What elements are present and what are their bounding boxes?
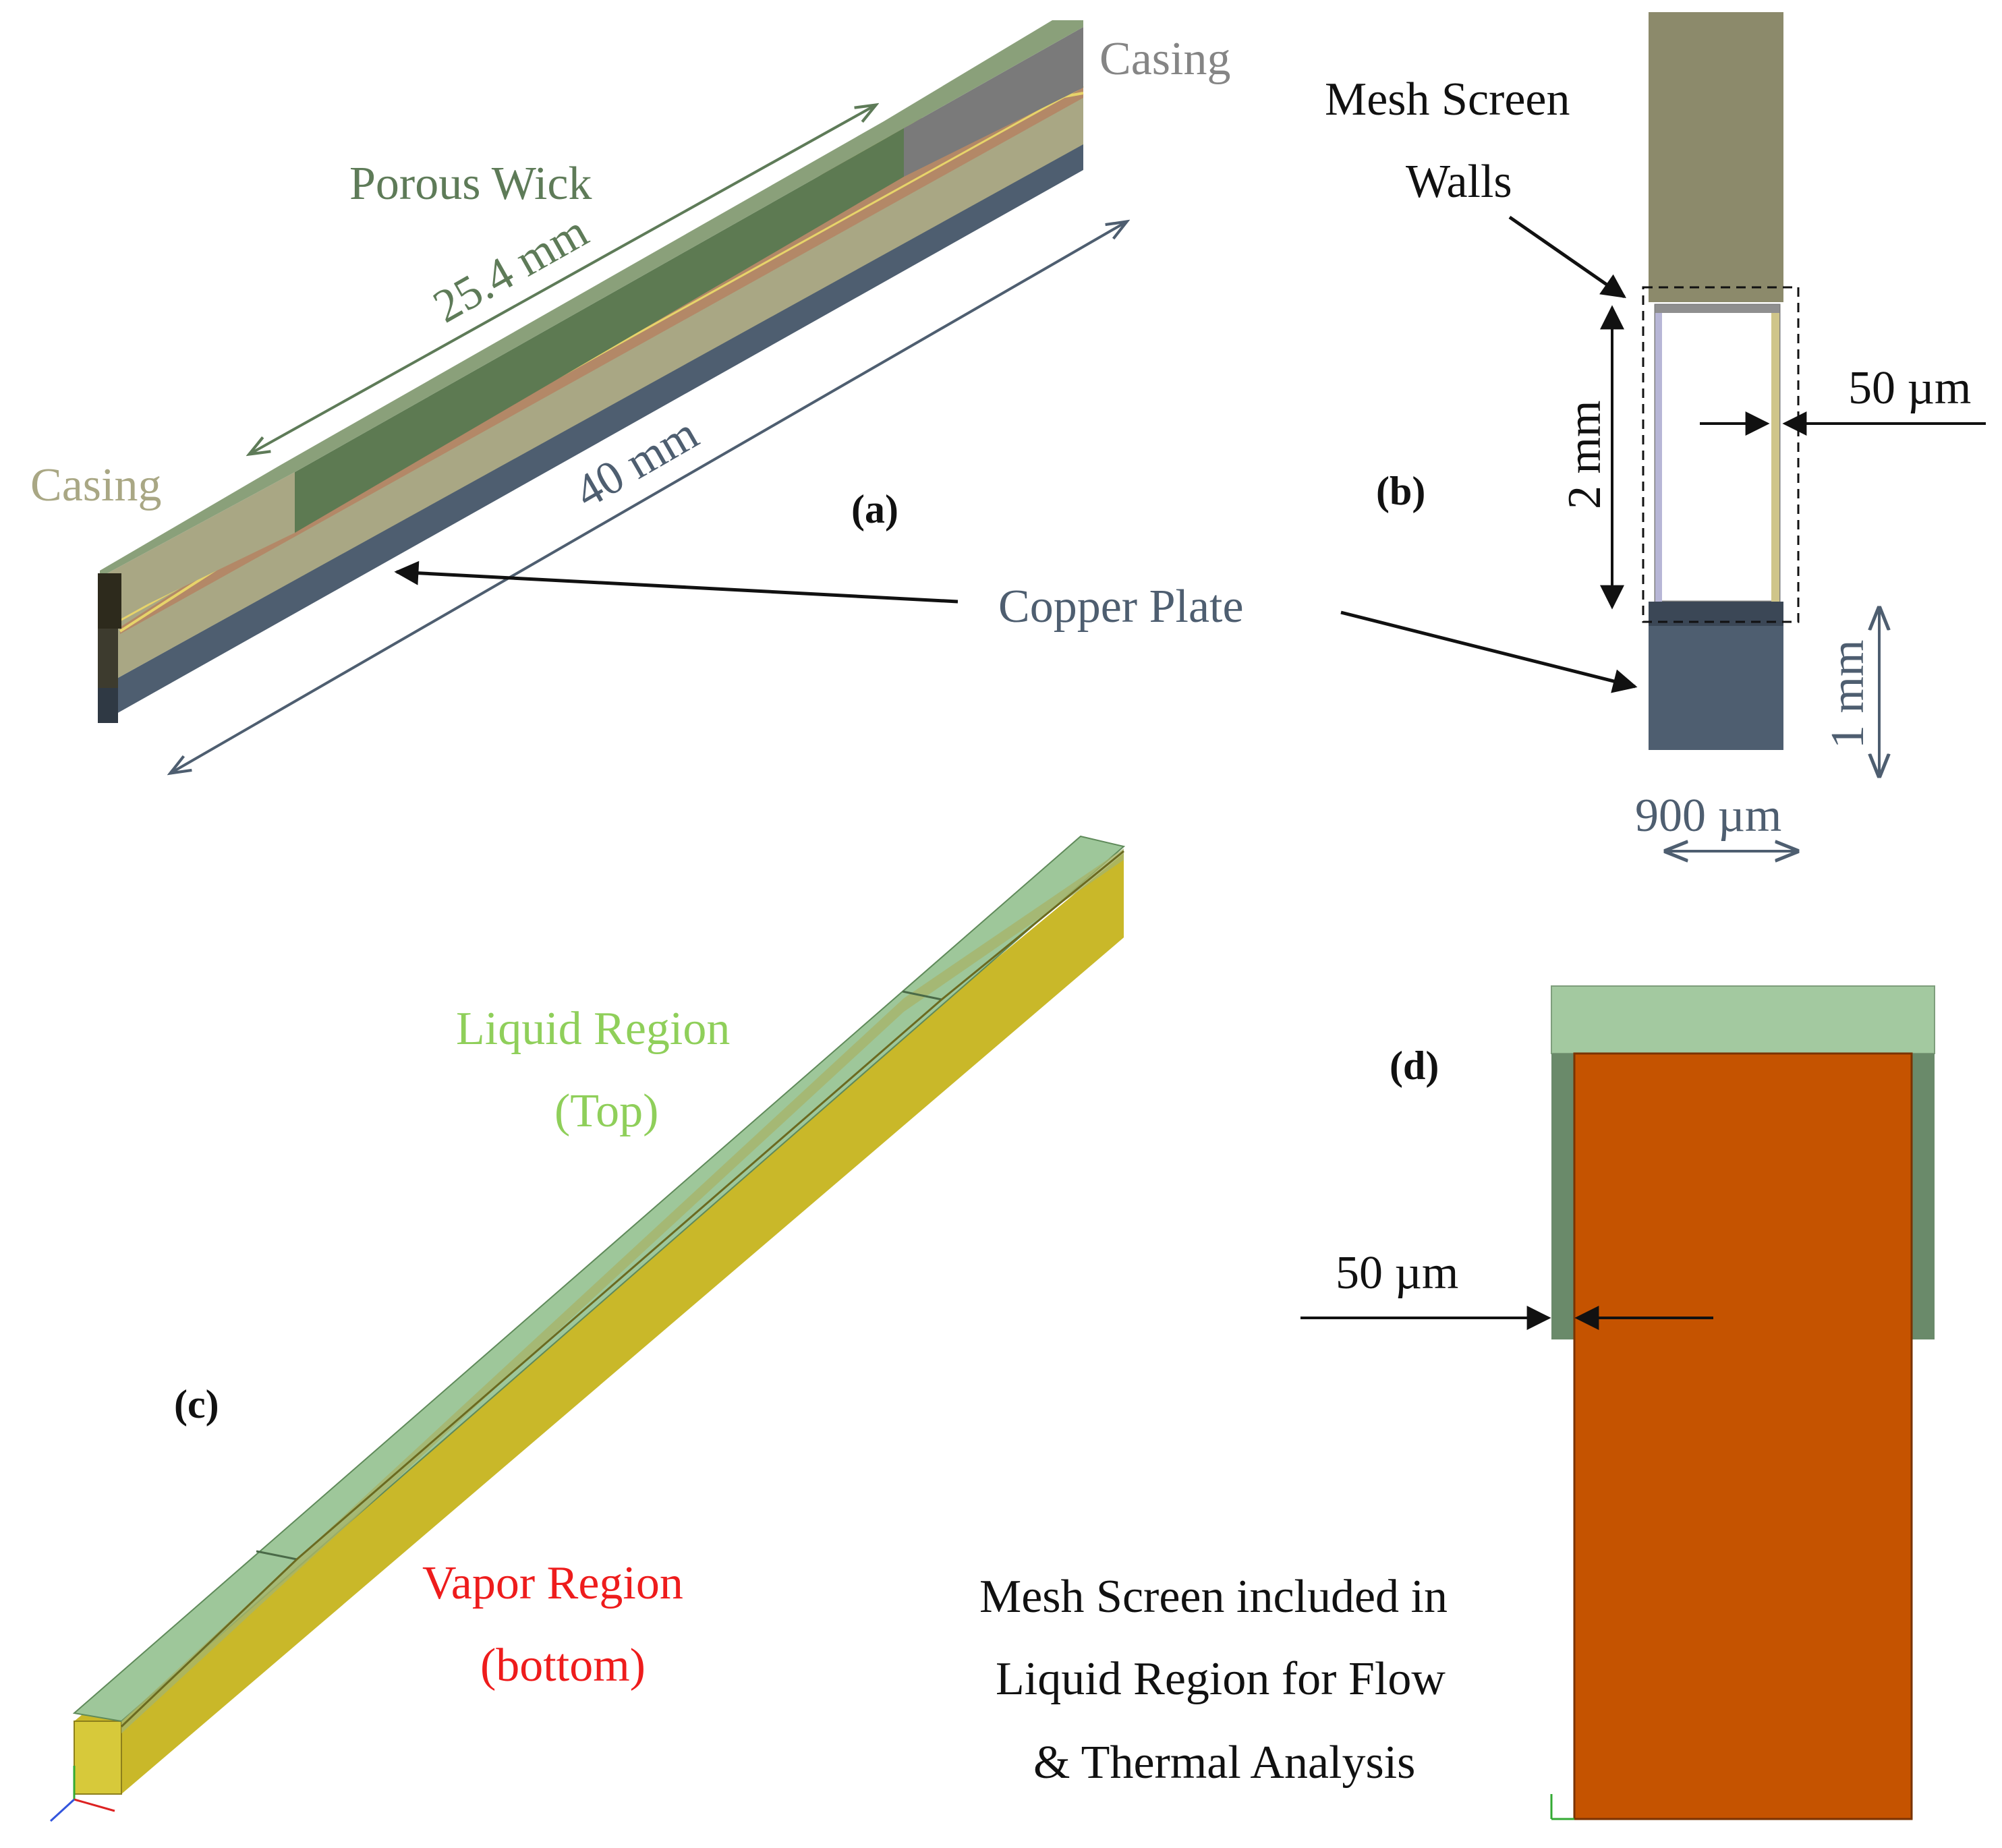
label-wall-thickness-d: 50 µm	[1336, 1247, 1458, 1299]
panel-d: 50 µm Mesh Screen included in Liquid Reg…	[979, 985, 1935, 1820]
copper-plate-arrow-b	[1340, 610, 1638, 693]
copper-strip	[120, 88, 1083, 634]
vapor-region-end	[74, 1721, 122, 1795]
copper-plate-end	[98, 687, 118, 723]
mesh-walls-frame	[1654, 304, 1781, 603]
label-width-900um: 900 µm	[1635, 790, 1781, 842]
label-vapor-bottom: (bottom)	[480, 1640, 646, 1692]
label-height-2mm: 2 mm	[1559, 401, 1611, 509]
label-mesh-screen: Mesh Screen	[1325, 74, 1570, 125]
casing-middle-end	[98, 627, 118, 688]
panel-c: Liquid Region (Top) Vapor Region (bottom…	[49, 835, 1126, 1822]
copper-plate-block	[1649, 602, 1783, 750]
label-note-line1: Mesh Screen included in	[979, 1571, 1448, 1623]
label-liquid-top: (Top)	[554, 1085, 659, 1137]
label-vapor-region: Vapor Region	[422, 1557, 683, 1609]
label-height-1mm: 1 mm	[1822, 640, 1874, 749]
vapor-core	[1573, 1052, 1913, 1820]
casing-top-block	[1649, 12, 1783, 302]
copper-plate-arrow-a	[394, 560, 959, 604]
vapor-region-front	[74, 853, 1124, 1794]
panel-a: Casing Casing Porous Wick 25.4 mm 40 mm …	[30, 20, 1230, 772]
total-length-arrow	[172, 223, 1125, 772]
panel-tag-a: (a)	[851, 487, 898, 531]
label-casing-right: Casing	[1099, 33, 1230, 85]
label-porous-wick: Porous Wick	[349, 158, 592, 210]
label-liquid-region: Liquid Region	[456, 1003, 730, 1055]
label-casing-left: Casing	[30, 459, 161, 511]
label-copper-plate: Copper Plate	[998, 581, 1244, 633]
label-note-line2: Liquid Region for Flow	[996, 1653, 1446, 1705]
dashed-region-box	[1642, 286, 1800, 623]
liquid-top-cap	[1551, 985, 1935, 1054]
mesh-wall-right	[1912, 1053, 1935, 1339]
liquid-region-top	[72, 835, 1126, 1723]
casing-left-end	[98, 573, 121, 629]
label-note-line3: & Thermal Analysis	[1033, 1737, 1415, 1789]
panel-tag-d: (d)	[1390, 1043, 1439, 1088]
copper-plate-top-shade	[1649, 602, 1783, 626]
panel-tag-c: (c)	[174, 1382, 219, 1426]
mesh-wall-left	[1551, 1053, 1574, 1339]
label-walls: Walls	[1406, 156, 1512, 208]
mesh-walls-arrow	[1508, 215, 1626, 299]
mesh-top-strip	[1655, 305, 1779, 313]
casing-right-front	[904, 27, 1083, 177]
mesh-right-wall	[1771, 313, 1779, 602]
copper-plate-front	[100, 143, 1083, 723]
panel-b: Mesh Screen Walls 50 µm 2 mm 1 mm 900 µm…	[1325, 12, 1986, 851]
label-wall-thickness-b: 50 µm	[1848, 362, 1971, 414]
panel-tag-b: (b)	[1376, 469, 1425, 513]
mesh-left-wall	[1655, 313, 1662, 602]
